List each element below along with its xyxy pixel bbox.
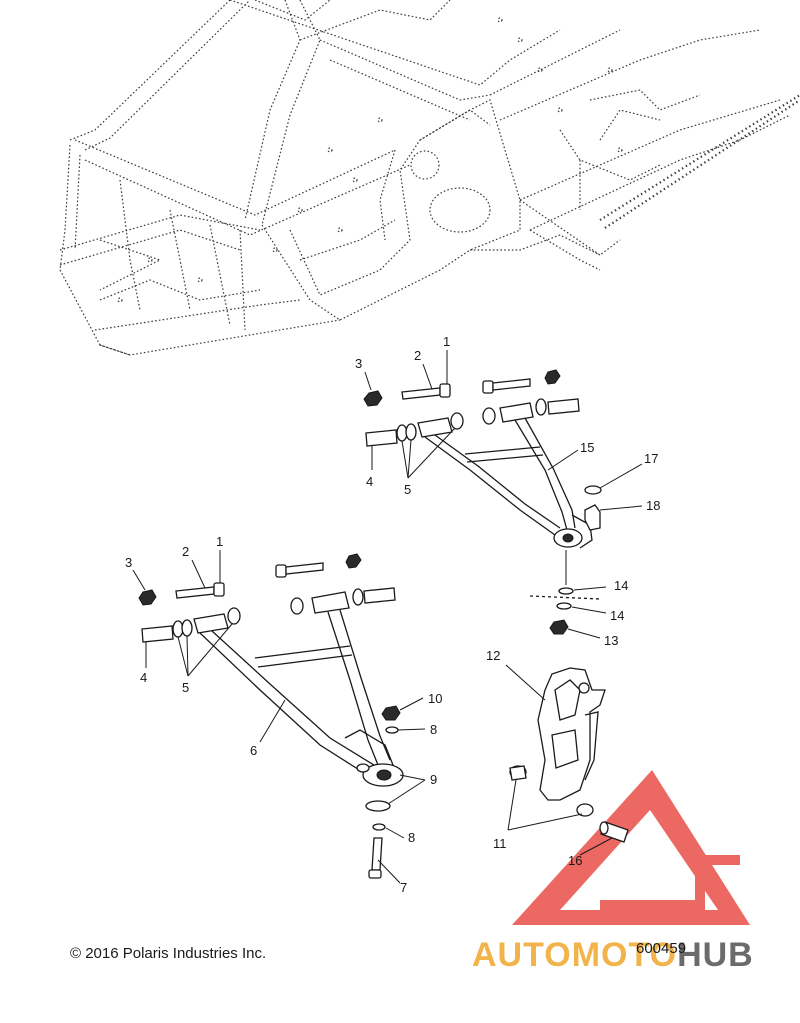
lower-bolt-7 xyxy=(368,837,383,879)
copyright-text: © 2016 Polaris Industries Inc. xyxy=(70,945,267,962)
upper-nut xyxy=(363,390,383,407)
callout-upper-17: 17 xyxy=(644,451,658,466)
callout-upper-15: 15 xyxy=(580,440,594,455)
upper-snap-ring xyxy=(584,485,602,495)
lower-washer-8b xyxy=(372,823,386,831)
watermark-logo xyxy=(512,770,750,925)
lower-snap-ring xyxy=(365,800,391,812)
callout-numbers: 3 2 1 4 5 15 17 18 14 14 13 3 2 1 4 5 6 … xyxy=(125,334,660,895)
lower-a-arm-assembly xyxy=(138,553,404,879)
upper-nut-rear xyxy=(544,369,561,385)
upper-bolt-front xyxy=(401,383,451,400)
watermark-text: AUTOMOTOHUB xyxy=(472,936,754,975)
callout-upper-13: 13 xyxy=(604,633,618,648)
lower-bolt-rear xyxy=(275,562,324,578)
upper-bushings xyxy=(365,398,580,447)
callout-upper-1: 1 xyxy=(443,334,450,349)
callout-lower-10: 10 xyxy=(428,691,442,706)
callout-lower-7: 7 xyxy=(400,880,407,895)
callout-upper-18: 18 xyxy=(646,498,660,513)
callout-lower-4: 4 xyxy=(140,670,147,685)
lower-nut xyxy=(138,589,157,606)
callout-lower-2: 2 xyxy=(182,544,189,559)
lower-washer-8a xyxy=(385,726,399,734)
callout-spindle-12: 12 xyxy=(486,648,500,663)
frame-chassis xyxy=(59,0,800,356)
lower-a-arm xyxy=(193,591,404,787)
callout-lower-6: 6 xyxy=(250,743,257,758)
upper-washers xyxy=(529,587,601,635)
upper-a-arm xyxy=(417,402,593,549)
callout-lower-3: 3 xyxy=(125,555,132,570)
callout-upper-4: 4 xyxy=(366,474,373,489)
callout-lower-9: 9 xyxy=(430,772,437,787)
spindle-assembly xyxy=(509,667,629,843)
callout-upper-3: 3 xyxy=(355,356,362,371)
callout-upper-5: 5 xyxy=(404,482,411,497)
upper-bolt-rear xyxy=(482,378,531,394)
callout-spindle-16: 16 xyxy=(568,853,582,868)
figure-id: 600459 xyxy=(636,940,687,957)
callout-upper-2: 2 xyxy=(414,348,421,363)
upper-a-arm-assembly xyxy=(363,369,602,635)
lower-bolt-front xyxy=(175,582,225,599)
watermark-text-part2: HUB xyxy=(677,936,754,974)
lower-nut-rear xyxy=(345,553,362,569)
callout-spindle-11: 11 xyxy=(493,836,507,851)
callout-lower-1: 1 xyxy=(216,534,223,549)
upper-ball-joint xyxy=(584,504,601,531)
watermark-text-part1: AUTOMOTO xyxy=(472,936,678,974)
callout-lower-5: 5 xyxy=(182,680,189,695)
lower-bushings xyxy=(141,587,396,643)
callout-upper-14b: 14 xyxy=(610,608,624,623)
callout-lower-8a: 8 xyxy=(430,722,437,737)
leader-lines xyxy=(132,350,643,884)
callout-lower-8b: 8 xyxy=(408,830,415,845)
lower-nut-10 xyxy=(381,705,401,721)
callout-upper-14a: 14 xyxy=(614,578,628,593)
